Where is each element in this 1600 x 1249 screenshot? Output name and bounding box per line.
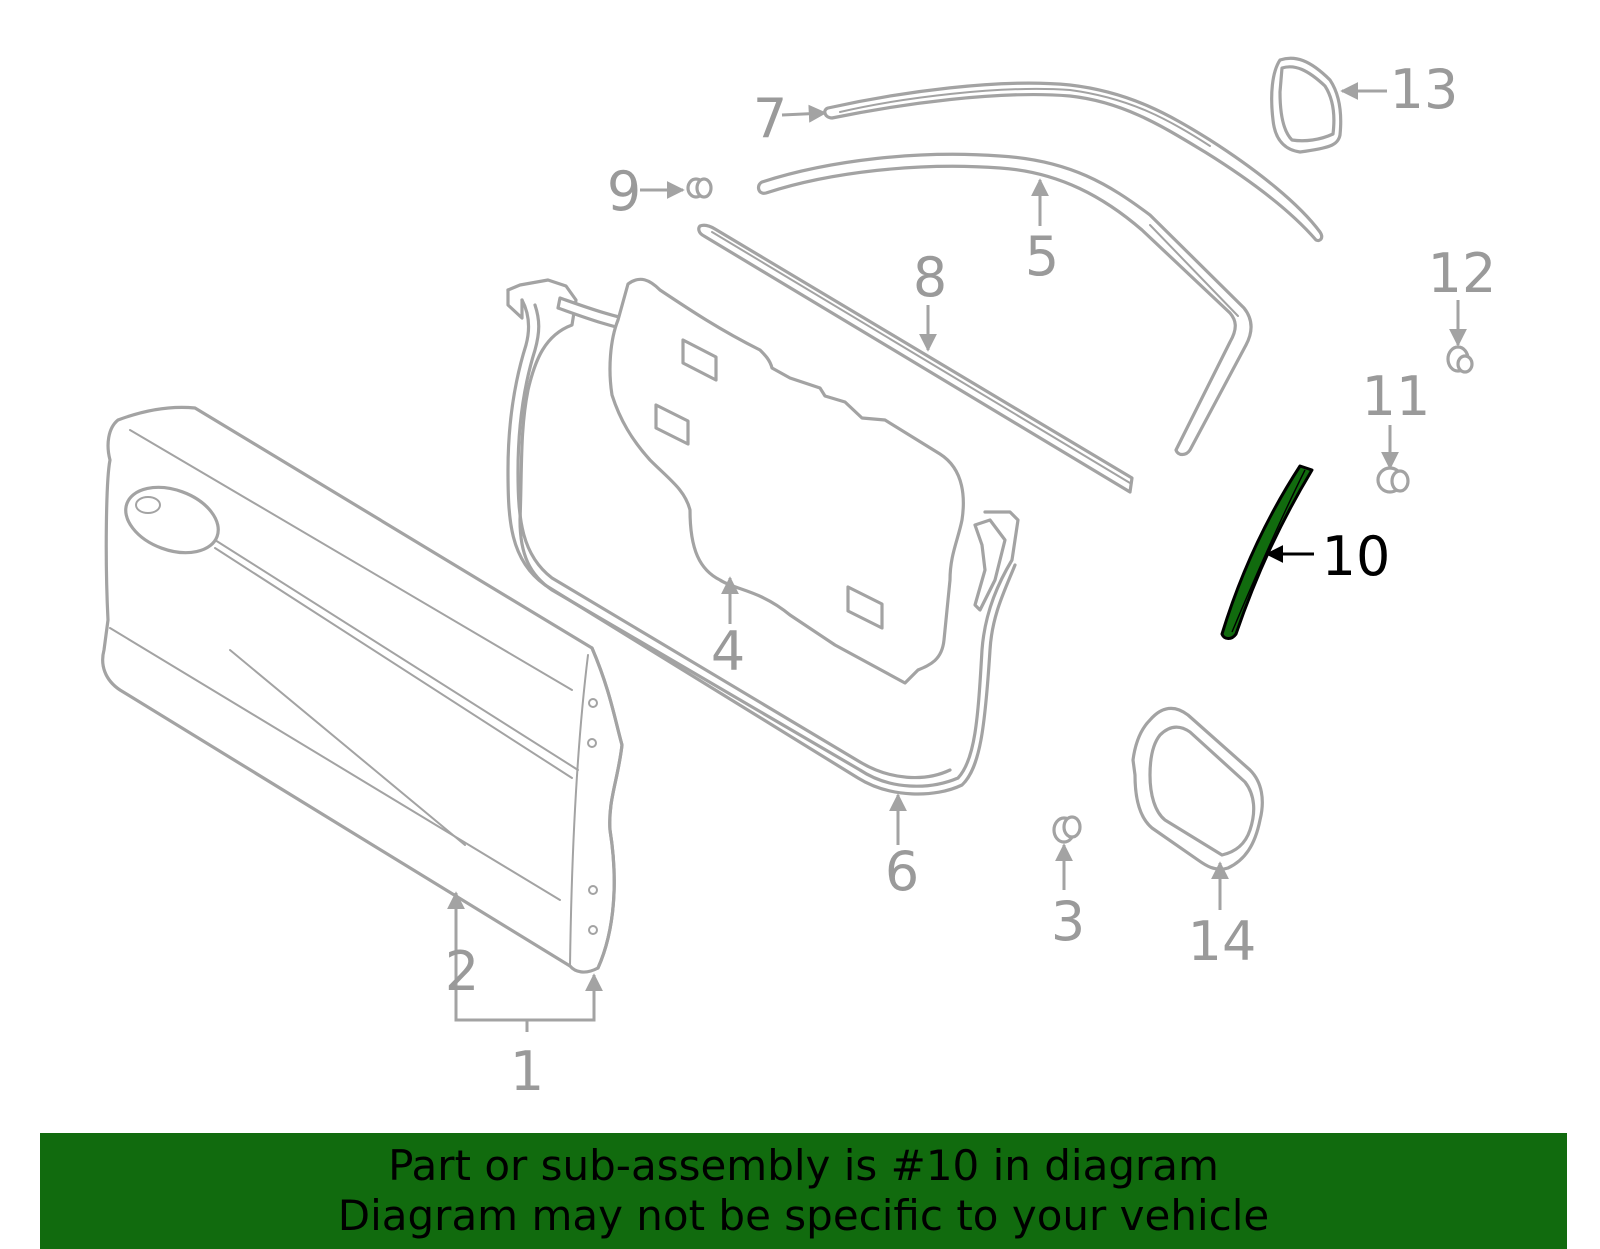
part-10-glass-run-channel [1220,464,1314,640]
callout-14: 14 [1188,910,1257,973]
part-6-door-seal [506,278,1020,796]
callout-7: 7 [753,87,787,150]
part-8-belt-molding [697,223,1134,494]
callout-1: 1 [510,1040,544,1103]
leader-lines [447,82,1467,1032]
info-banner: Part or sub-assembly is #10 in diagram D… [40,1133,1567,1249]
callout-9: 9 [607,160,641,223]
callout-6: 6 [885,840,919,903]
callout-12: 12 [1428,242,1497,305]
part-13-vent-grille [1270,56,1343,154]
callout-2: 2 [445,940,479,1003]
part-12-clip [1446,345,1474,374]
callout-10: 10 [1322,525,1391,588]
banner-line-2: Diagram may not be specific to your vehi… [337,1191,1270,1240]
callout-3: 3 [1051,890,1085,953]
callout-labels: 1 2 3 4 5 6 7 8 9 10 11 12 13 14 [445,58,1497,1103]
callout-8: 8 [913,246,947,309]
part-11-clip [1376,466,1410,494]
part-4-water-shield [608,277,965,685]
part-14-vent-grille [1131,706,1264,871]
part-2-door-skin [101,405,624,974]
part-3-clip [1052,815,1082,844]
callout-4: 4 [711,620,745,683]
part-9-clip [686,177,713,199]
banner-line-1: Part or sub-assembly is #10 in diagram [388,1141,1219,1190]
callout-11: 11 [1362,365,1431,428]
callout-13: 13 [1390,58,1459,121]
callout-5: 5 [1025,225,1059,288]
part-5-frame-molding [756,152,1253,457]
part-7-roof-molding [823,81,1324,243]
parts-diagram: 1 2 3 4 5 6 7 8 9 10 11 12 13 14 [101,56,1497,1103]
